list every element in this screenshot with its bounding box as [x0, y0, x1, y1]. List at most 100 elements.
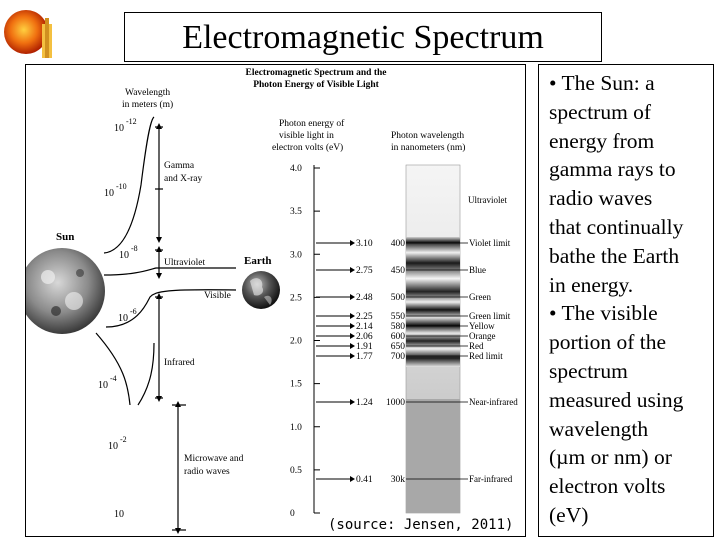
- wavelength-tick: 10: [114, 509, 124, 520]
- spectral-line-label: Far-infrared: [469, 474, 513, 484]
- ev-marker-arrowhead: [350, 323, 355, 329]
- nm-value: 700: [391, 352, 406, 362]
- wavelength-header-line2: in meters (m): [122, 99, 173, 110]
- source-citation: (source: Jensen, 2011): [328, 517, 514, 533]
- bullet-line: spectrum: [549, 358, 628, 383]
- bullet-line: electron volts: [549, 474, 666, 499]
- page-title: Electromagnetic Spectrum: [182, 19, 544, 56]
- ev-value: 2.48: [356, 293, 373, 303]
- spectral-line-label: Yellow: [469, 321, 495, 331]
- nm-value: 600: [391, 332, 406, 342]
- svg-text:-10: -10: [116, 182, 127, 191]
- sun-logo-icon: [4, 10, 52, 58]
- band-gamma-line1: Gamma: [164, 161, 195, 171]
- band-gamma-line2: and X-ray: [164, 174, 202, 184]
- bullet-line: (eV): [549, 502, 589, 527]
- ev-marker-arrowhead: [350, 399, 355, 405]
- wavelength-tick: 10 -12: [114, 117, 137, 134]
- bullet-line: measured using: [549, 387, 684, 412]
- band-microwave-line1: Microwave and: [184, 454, 244, 464]
- ev-marker-arrowhead: [350, 240, 355, 246]
- band-microwave-line2: radio waves: [184, 467, 230, 477]
- ev-marker-arrowhead: [350, 267, 355, 273]
- ev-tick-label: 2.5: [290, 293, 302, 303]
- bullet-line: in energy.: [549, 272, 634, 297]
- nm-value: 1000: [386, 398, 405, 408]
- spectral-line-label: Near-infrared: [469, 397, 518, 407]
- spectral-line-label: Red: [469, 341, 484, 351]
- earth-label: Earth: [244, 255, 272, 267]
- nm-value: 30k: [391, 475, 406, 485]
- ev-tick-label: 1.0: [290, 423, 302, 433]
- ev-value: 0.41: [356, 475, 373, 485]
- bullet-line: energy from: [549, 128, 655, 153]
- ev-value: 1.77: [356, 352, 373, 362]
- nm-header-line1: Photon wavelength: [391, 131, 464, 141]
- figure-frame: Electromagnetic Spectrum and the Photon …: [19, 64, 526, 537]
- spectral-line-label: Violet limit: [469, 238, 511, 248]
- svg-text:10: 10: [114, 509, 124, 520]
- nm-header-line2: in nanometers (nm): [391, 142, 465, 153]
- bullet-line: • The visible: [549, 301, 658, 326]
- wavelength-tick: 10 -6: [118, 307, 137, 324]
- sun-label: Sun: [56, 231, 74, 243]
- bullet-line: • The Sun: a: [549, 71, 655, 95]
- nm-value: 580: [391, 322, 406, 332]
- bullet-line: (µm or nm) or: [549, 445, 672, 470]
- ev-marker-arrowhead: [350, 313, 355, 319]
- figure-heading-line1: Electromagnetic Spectrum and the: [246, 68, 387, 78]
- figure-heading-line2: Photon Energy of Visible Light: [253, 80, 379, 90]
- svg-text:10: 10: [108, 441, 118, 452]
- ev-value: 2.75: [356, 266, 373, 276]
- svg-text:-2: -2: [120, 435, 127, 444]
- svg-text:10: 10: [98, 380, 108, 391]
- svg-text:10: 10: [114, 123, 124, 134]
- svg-text:-6: -6: [130, 307, 137, 316]
- nm-value: 500: [391, 293, 406, 303]
- bullet-line: spectrum of: [549, 99, 652, 124]
- band-ultraviolet: Ultraviolet: [164, 258, 206, 268]
- wavelength-header-line1: Wavelength: [125, 88, 170, 98]
- bullet-line: radio waves: [549, 186, 653, 211]
- band-infrared: Infrared: [164, 357, 195, 368]
- bullet-line: that continually: [549, 214, 684, 239]
- ev-tick-label: 0.5: [290, 466, 302, 476]
- bullet-line: gamma rays to: [549, 157, 676, 182]
- spectral-line-label: Red limit: [469, 351, 503, 361]
- ev-tick-label: 4.0: [290, 164, 302, 174]
- ev-value: 1.24: [356, 398, 373, 408]
- bullet-list: • The Sun: a spectrum of energy from gamma …: [549, 69, 683, 530]
- ev-tick-label: 3.5: [290, 207, 302, 217]
- ev-tick-label: 3.0: [290, 250, 302, 260]
- em-spectrum-figure: Electromagnetic Spectrum and the Photon …: [19, 68, 518, 534]
- ev-value: 2.06: [356, 332, 373, 342]
- nm-value: 450: [391, 266, 406, 276]
- spectral-line-label: Blue: [469, 265, 486, 275]
- nm-value: 550: [391, 312, 406, 322]
- wavelength-tick: 10 -10: [104, 182, 127, 199]
- spectral-line-label: Green: [469, 292, 491, 302]
- svg-text:10: 10: [104, 188, 114, 199]
- spectral-line-label: Orange: [469, 331, 496, 341]
- wavelength-axis: 10 -12 10 -10 10 -8 10 -6 10 -4 10 -2: [98, 117, 138, 520]
- spectral-line-label: Green limit: [469, 311, 511, 321]
- ev-marker-arrowhead: [350, 476, 355, 482]
- wavelength-tick: 10 -8: [119, 244, 138, 261]
- title-box: Electromagnetic Spectrum: [124, 12, 602, 62]
- ev-header-line2: visible light in: [279, 131, 334, 141]
- svg-text:10: 10: [118, 313, 128, 324]
- bullet-line: wavelength: [549, 416, 649, 441]
- ev-value: 2.14: [356, 322, 373, 332]
- band-visible: Visible: [204, 291, 231, 301]
- ev-header-line3: electron volts (eV): [272, 142, 343, 153]
- sun-image: [19, 248, 105, 334]
- ev-marker-arrowhead: [350, 294, 355, 300]
- wavelength-tick: 10 -4: [98, 374, 117, 391]
- svg-text:-8: -8: [131, 244, 138, 253]
- nm-value: 400: [391, 239, 406, 249]
- ev-marker-arrowhead: [350, 343, 355, 349]
- ev-header-line1: Photon energy of: [279, 118, 345, 129]
- nm-value: 650: [391, 342, 406, 352]
- bullet-line: portion of the: [549, 330, 667, 355]
